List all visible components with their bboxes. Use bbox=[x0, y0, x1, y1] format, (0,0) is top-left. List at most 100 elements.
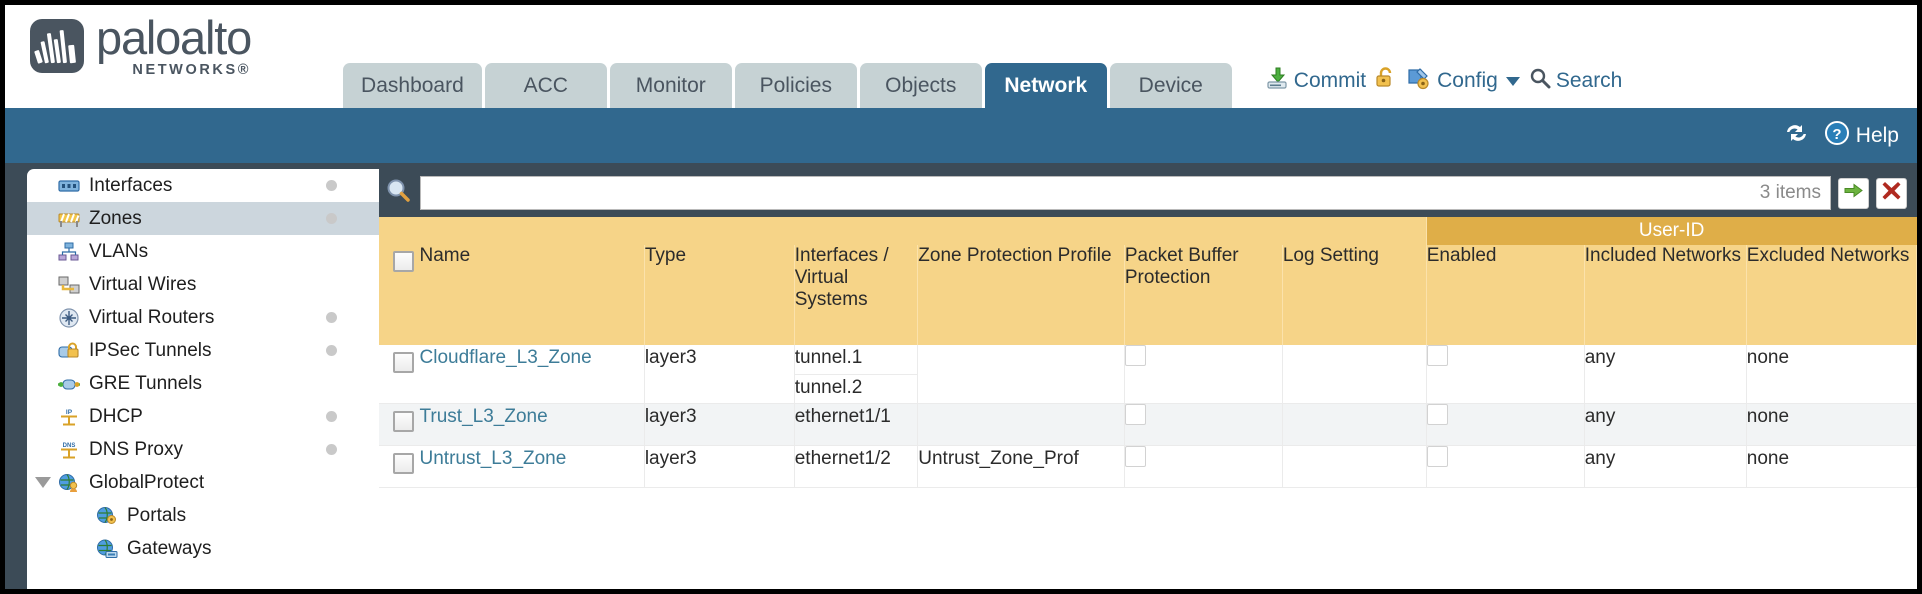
col-header-enabled[interactable]: Enabled bbox=[1426, 245, 1585, 345]
commit-button[interactable]: Commit bbox=[1265, 66, 1366, 96]
tab-acc[interactable]: ACC bbox=[484, 63, 607, 108]
tab-device[interactable]: Device bbox=[1109, 63, 1232, 108]
main-nav-tabs: Dashboard ACC Monitor Policies Objects N… bbox=[343, 5, 1235, 108]
col-header-log-setting[interactable]: Log Setting bbox=[1282, 245, 1427, 345]
search-button[interactable]: Search bbox=[1529, 67, 1622, 95]
sidebar-item-ipsec-tunnels[interactable]: IPSec Tunnels bbox=[27, 334, 379, 367]
packet-buffer-protection-checkbox[interactable] bbox=[1124, 345, 1146, 366]
cell-included-networks: any bbox=[1584, 403, 1747, 446]
cell-type: layer3 bbox=[644, 445, 795, 488]
sidebar-label: GlobalProtect bbox=[89, 472, 205, 493]
green-arrow-icon bbox=[1843, 180, 1864, 206]
sidebar-item-vlans[interactable]: VLANs bbox=[27, 235, 379, 268]
virtual-wires-icon bbox=[57, 274, 81, 296]
zone-name-link[interactable]: Untrust_L3_Zone bbox=[419, 447, 567, 469]
sidebar-label: DHCP bbox=[89, 406, 143, 427]
packet-buffer-protection-checkbox[interactable] bbox=[1124, 445, 1146, 467]
gateways-icon bbox=[95, 538, 119, 560]
sidebar-item-globalprotect[interactable]: GlobalProtect bbox=[27, 466, 379, 499]
group-header-user-id: User-ID bbox=[1426, 217, 1917, 245]
cell-name: Trust_L3_Zone bbox=[419, 403, 645, 446]
zones-table: User-ID Name Type Interfaces / Virtual S… bbox=[379, 217, 1917, 488]
top-bar: paloalto NETWORKS® Dashboard ACC Monitor… bbox=[5, 5, 1917, 108]
sidebar-label: Portals bbox=[127, 505, 187, 526]
sidebar-item-gateways[interactable]: Gateways bbox=[27, 532, 379, 565]
cell-included-networks: any bbox=[1584, 445, 1747, 488]
items-count-label: 3 items bbox=[1759, 182, 1821, 203]
sidebar-label: Virtual Wires bbox=[89, 274, 197, 295]
cell-log-setting bbox=[1282, 445, 1427, 488]
sidebar-item-dhcp[interactable]: IP DHCP bbox=[27, 400, 379, 433]
table-row[interactable]: Cloudflare_L3_Zone layer3 tunnel.1 bbox=[379, 345, 1917, 404]
col-header-included-networks[interactable]: Included Networks bbox=[1584, 245, 1747, 345]
svg-text:IP: IP bbox=[66, 409, 73, 416]
dhcp-icon: IP bbox=[57, 406, 81, 428]
row-checkbox[interactable] bbox=[393, 452, 414, 474]
apply-filter-button[interactable] bbox=[1838, 177, 1869, 209]
main-body: Interfaces Zones bbox=[5, 163, 1917, 589]
sidebar-label: Virtual Routers bbox=[89, 307, 215, 328]
sidebar-item-gre-tunnels[interactable]: GRE Tunnels bbox=[27, 367, 379, 400]
help-button[interactable]: ? Help bbox=[1824, 120, 1899, 152]
row-checkbox[interactable] bbox=[393, 352, 414, 373]
cell-packet-buffer-protection bbox=[1124, 445, 1283, 488]
sidebar-label: DNS Proxy bbox=[89, 439, 183, 460]
filter-input-wrapper[interactable]: 3 items bbox=[420, 176, 1831, 210]
zone-name-link[interactable]: Cloudflare_L3_Zone bbox=[419, 347, 592, 368]
cell-type: layer3 bbox=[644, 345, 795, 404]
globalprotect-icon bbox=[57, 472, 81, 494]
tab-network[interactable]: Network bbox=[984, 63, 1107, 108]
cell-name: Untrust_L3_Zone bbox=[419, 445, 645, 488]
select-all-checkbox[interactable] bbox=[393, 251, 414, 272]
tab-objects[interactable]: Objects bbox=[859, 63, 982, 108]
sidebar-item-portals[interactable]: Portals bbox=[27, 499, 379, 532]
table-row[interactable]: Trust_L3_Zone layer3 ethernet1/1 bbox=[379, 403, 1917, 446]
col-header-excluded-networks[interactable]: Excluded Networks bbox=[1746, 245, 1917, 345]
cell-name: Cloudflare_L3_Zone bbox=[419, 345, 645, 404]
refresh-icon[interactable] bbox=[1783, 121, 1810, 150]
table-header-row: Name Type Interfaces / Virtual Systems Z… bbox=[379, 245, 1917, 345]
dns-proxy-icon: DNS bbox=[57, 439, 81, 461]
table-row[interactable]: Untrust_L3_Zone layer3 ethernet1/2 Untru… bbox=[379, 445, 1917, 488]
packet-buffer-protection-checkbox[interactable] bbox=[1124, 403, 1146, 425]
userid-enabled-checkbox[interactable] bbox=[1426, 445, 1448, 467]
sidebar-item-zones[interactable]: Zones bbox=[27, 202, 379, 235]
red-x-icon bbox=[1881, 180, 1902, 206]
col-header-packet-buffer-protection[interactable]: Packet Buffer Protection bbox=[1124, 245, 1283, 345]
config-menu[interactable]: Config bbox=[1406, 66, 1520, 96]
brand-subtitle: NETWORKS® bbox=[132, 61, 252, 78]
userid-enabled-checkbox[interactable] bbox=[1426, 403, 1448, 425]
filter-bar: 3 items bbox=[379, 169, 1917, 217]
col-header-name[interactable]: Name bbox=[419, 245, 645, 345]
zone-name-link[interactable]: Trust_L3_Zone bbox=[419, 405, 548, 427]
clear-filter-button[interactable] bbox=[1876, 177, 1907, 209]
cell-type: layer3 bbox=[644, 403, 795, 446]
status-dot bbox=[326, 180, 337, 191]
status-dot bbox=[326, 411, 337, 422]
table-row-continuation: tunnel.2 bbox=[379, 374, 1917, 404]
commit-download-icon bbox=[1265, 66, 1289, 96]
tab-monitor[interactable]: Monitor bbox=[609, 63, 732, 108]
sidebar-label: VLANs bbox=[89, 241, 149, 262]
userid-enabled-checkbox[interactable] bbox=[1426, 345, 1448, 366]
sidebar-item-virtual-wires[interactable]: Virtual Wires bbox=[27, 268, 379, 301]
table-group-header-row: User-ID bbox=[379, 217, 1917, 245]
tab-policies[interactable]: Policies bbox=[734, 63, 857, 108]
row-checkbox[interactable] bbox=[393, 410, 414, 432]
cell-zone-protection-profile bbox=[917, 345, 1125, 404]
col-header-zone-protection-profile[interactable]: Zone Protection Profile bbox=[917, 245, 1125, 345]
sidebar-item-interfaces[interactable]: Interfaces bbox=[27, 169, 379, 202]
zones-table-wrapper: User-ID Name Type Interfaces / Virtual S… bbox=[379, 217, 1917, 589]
search-input[interactable] bbox=[430, 182, 1752, 204]
unlock-button[interactable] bbox=[1375, 66, 1397, 96]
sidebar-item-dns-proxy[interactable]: DNS DNS Proxy bbox=[27, 433, 379, 466]
sidebar-label: GRE Tunnels bbox=[89, 373, 202, 394]
col-header-type[interactable]: Type bbox=[644, 245, 795, 345]
tab-dashboard[interactable]: Dashboard bbox=[343, 63, 482, 108]
status-dot bbox=[326, 312, 337, 323]
cell-userid-enabled bbox=[1426, 445, 1585, 488]
status-dot bbox=[326, 444, 337, 455]
expand-collapse-triangle-icon[interactable] bbox=[35, 477, 51, 488]
col-header-interfaces[interactable]: Interfaces / Virtual Systems bbox=[794, 245, 919, 345]
sidebar-item-virtual-routers[interactable]: Virtual Routers bbox=[27, 301, 379, 334]
